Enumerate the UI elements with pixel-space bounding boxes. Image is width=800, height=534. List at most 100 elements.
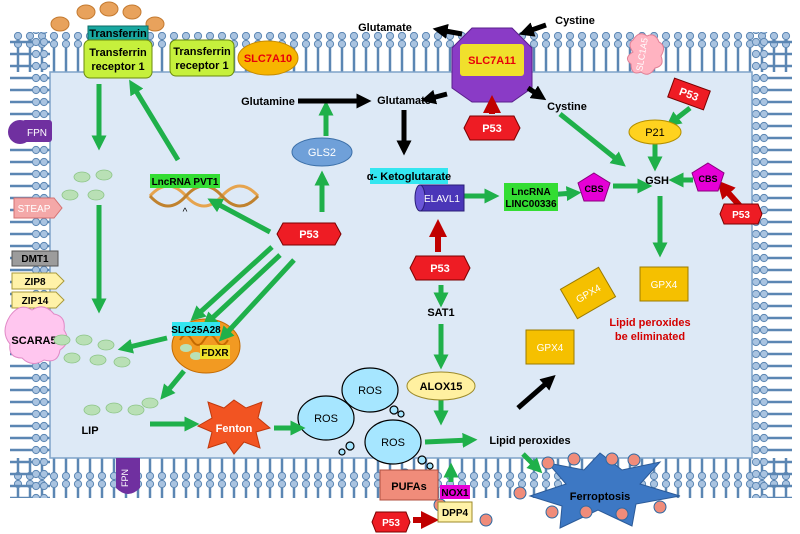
- slc7a10-transporter: SLC7A10: [237, 40, 299, 76]
- cbs-right: CBS: [691, 162, 725, 192]
- slc7a11-label: SLC7A11: [468, 55, 516, 67]
- transferrin-label: Transferrin: [89, 28, 147, 40]
- svg-text:P53: P53: [430, 263, 450, 275]
- p53-center: P53: [276, 222, 342, 246]
- slc1a5-transporter: SLC1A5: [627, 33, 665, 75]
- scara5-receptor: SCARA5: [4, 306, 68, 364]
- svg-text:LINC00336: LINC00336: [505, 199, 557, 210]
- svg-text:NOX1: NOX1: [441, 488, 469, 499]
- p53-dpp4: P53: [371, 511, 411, 533]
- p21-protein: P21: [628, 119, 682, 145]
- svg-text:FDXR: FDXR: [201, 348, 229, 359]
- gpx4-right: GPX4: [639, 266, 689, 302]
- gls2-enzyme: GLS2: [291, 137, 353, 167]
- svg-text:P53: P53: [732, 210, 750, 221]
- p53-cbs: P53: [719, 203, 763, 225]
- dpp4-box: DPP4: [437, 501, 473, 523]
- gpx4-tilted: GPX4: [559, 266, 617, 320]
- transferrin-receptor-right: Transferrin receptor 1: [169, 39, 235, 77]
- labile-iron-pool: [53, 169, 159, 416]
- steap-protein: STEAP: [13, 197, 63, 219]
- zip14-label: ZIP14: [22, 296, 49, 307]
- svg-text:SLC25A28: SLC25A28: [171, 325, 221, 336]
- gsh-label: GSH: [645, 175, 669, 187]
- svg-text:P53: P53: [482, 123, 502, 135]
- gpx4-lower: GPX4: [525, 329, 575, 365]
- sat1-label: SAT1: [427, 307, 454, 319]
- svg-text:GLS2: GLS2: [308, 147, 336, 159]
- svg-text:CBS: CBS: [584, 184, 603, 194]
- p53-nodes: P53 P53 P53 P53 P53 P53: [276, 77, 763, 533]
- tfr1-label-line1: Transferrin: [89, 47, 147, 59]
- zip8-label: ZIP8: [24, 277, 46, 288]
- scara5-label: SCARA5: [11, 335, 56, 347]
- extracellular-iron: [50, 1, 165, 32]
- tfr1b-label-line2: receptor 1: [175, 60, 228, 72]
- fpn-bottom-channel: FPN: [116, 458, 140, 494]
- a-ketoglutarate-label: α- Ketoglutarate: [367, 168, 451, 184]
- alox15-enzyme: ALOX15: [406, 371, 476, 401]
- svg-text:ALOX15: ALOX15: [420, 381, 463, 393]
- pufas-box: PUFAs: [379, 469, 439, 501]
- svg-text:ELAVL1: ELAVL1: [424, 194, 460, 205]
- dmt1-protein: DMT1: [11, 250, 59, 267]
- p53-elavl1: P53: [409, 255, 471, 281]
- cystine-out: Cystine: [555, 15, 595, 27]
- glutamine-label: Glutamine: [241, 96, 295, 108]
- svg-text:DPP4: DPP4: [442, 508, 469, 519]
- black-arrows: [298, 22, 556, 410]
- svg-text:ROS: ROS: [358, 385, 382, 397]
- dmt1-label: DMT1: [21, 254, 49, 265]
- svg-text:P21: P21: [645, 127, 665, 139]
- fenton-burst: [196, 399, 272, 455]
- svg-text:P53: P53: [382, 518, 400, 529]
- fenton-label: Fenton: [216, 423, 253, 435]
- svg-text:ROS: ROS: [381, 437, 405, 449]
- nox1-box: NOX1: [440, 485, 470, 499]
- glutamate-in: Glutamate: [377, 95, 431, 107]
- lncrna-linc00336: LncRNA LINC00336: [504, 183, 558, 211]
- ferroptosis-label: Ferroptosis: [570, 491, 631, 503]
- ferroptosis-burst: [528, 452, 681, 529]
- fpn-top-label: FPN: [27, 128, 47, 139]
- slc7a10-label: SLC7A10: [244, 53, 292, 65]
- svg-text:ROS: ROS: [314, 413, 338, 425]
- metabolite-labels: Glutamate Cystine Glutamine Glutamate Cy…: [81, 15, 690, 503]
- lipid-eliminated-line1: Lipid peroxides: [609, 317, 690, 329]
- zip14-protein: ZIP14: [11, 291, 65, 309]
- slc7a11-transporter: SLC7A11: [451, 27, 533, 103]
- slc25a28-label-box: SLC25A28: [171, 322, 221, 336]
- svg-text:LncRNA: LncRNA: [511, 187, 550, 198]
- p53-p21: P53: [667, 77, 711, 111]
- cbs-left: CBS: [577, 172, 611, 202]
- svg-text:α- Ketoglutarate: α- Ketoglutarate: [367, 171, 451, 183]
- red-arrows: [413, 95, 743, 529]
- p53-slc7a11: P53: [463, 115, 521, 141]
- ros-labels: ROS ROS ROS: [314, 385, 405, 449]
- lip-label: LIP: [81, 425, 98, 437]
- tfr1-label-line2: receptor 1: [91, 61, 144, 73]
- steap-label: STEAP: [18, 204, 51, 215]
- fpn-top-channel: FPN: [8, 120, 52, 144]
- elavl1-protein: ELAVL1: [414, 184, 465, 212]
- tfr1b-label-line1: Transferrin: [173, 46, 231, 58]
- svg-text:GPX4: GPX4: [537, 343, 564, 354]
- cystine-in: Cystine: [547, 101, 587, 113]
- lipid-eliminated-line2: be eliminated: [615, 331, 685, 343]
- svg-text:CBS: CBS: [698, 174, 717, 184]
- cell-membrane: [10, 32, 792, 498]
- svg-text:GPX4: GPX4: [651, 280, 678, 291]
- svg-text:P53: P53: [299, 229, 319, 241]
- ros-clouds: [297, 367, 434, 470]
- glutamate-out: Glutamate: [358, 22, 412, 34]
- green-arrows: [91, 79, 693, 482]
- fdxr-label-box: FDXR: [200, 345, 230, 359]
- fpn-bottom-label: FPN: [120, 469, 130, 487]
- zip8-protein: ZIP8: [11, 272, 65, 290]
- lncrna-pvt1: LncRNA PVT1 ^: [150, 174, 220, 218]
- svg-text:LncRNA PVT1: LncRNA PVT1: [152, 177, 219, 188]
- lipid-peroxides-label: Lipid peroxides: [489, 435, 570, 447]
- transferrin-receptor-left: Transferrin Transferrin receptor 1: [83, 25, 153, 79]
